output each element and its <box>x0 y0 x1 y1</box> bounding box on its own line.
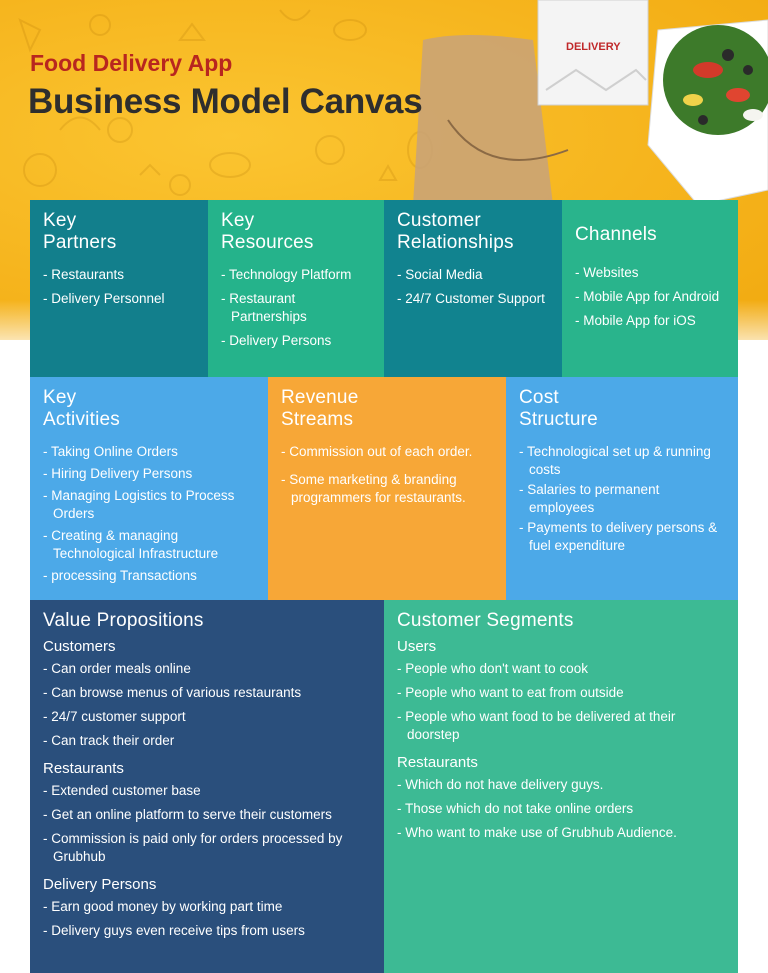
delivery-label: DELIVERY <box>566 41 621 53</box>
group-heading: Delivery Persons <box>43 876 157 893</box>
list-item: Who want to make use of Grubhub Audience… <box>397 824 728 842</box>
page-title: Business Model Canvas <box>28 82 423 121</box>
list-item: Extended customer base <box>43 782 374 800</box>
app-subtitle: Food Delivery App <box>30 50 233 76</box>
segment-group-restaurants: Restaurants Which do not have delivery g… <box>397 754 728 842</box>
value-propositions-title: Value Propositions <box>43 610 204 631</box>
group-heading: Restaurants <box>43 760 124 777</box>
channels-block: Channels Websites Mobile App for Android… <box>562 200 738 377</box>
list-item: Websites <box>575 264 728 282</box>
group-heading: Customers <box>43 638 116 655</box>
list-item: 24/7 Customer Support <box>397 290 552 308</box>
list-item: Hiring Delivery Persons <box>43 465 258 483</box>
list-item: Restaurant Partnerships <box>221 290 374 326</box>
list-item: People who want to eat from outside <box>397 684 728 702</box>
value-propositions-block: Value Propositions Customers Can order m… <box>30 600 384 973</box>
revenue-streams-list: Commission out of each order. Some marke… <box>281 443 496 507</box>
list-item: Mobile App for Android <box>575 288 728 306</box>
list-item: Those which do not take online orders <box>397 800 728 818</box>
food-doodle-pattern <box>18 9 433 196</box>
list-item: Mobile App for iOS <box>575 312 728 330</box>
list-item: Managing Logistics to Process Orders <box>43 487 258 523</box>
group-heading: Users <box>397 638 437 655</box>
list-item: Commission is paid only for orders proce… <box>43 830 374 866</box>
list-item: Can order meals online <box>43 660 374 678</box>
list-item: Some marketing & branding programmers fo… <box>281 471 496 507</box>
list-item: Payments to delivery persons & fuel expe… <box>519 519 728 555</box>
cost-structure-list: Technological set up & running costs Sal… <box>519 443 728 555</box>
customer-segments-block: Customer Segments Users People who don't… <box>384 600 738 973</box>
list-item: Technology Platform <box>221 266 374 284</box>
list-item: Get an online platform to serve their cu… <box>43 806 374 824</box>
list-item: Which do not have delivery guys. <box>397 776 728 794</box>
segment-group-users: Users People who don't want to cook Peop… <box>397 638 728 744</box>
list-item: Delivery Personnel <box>43 290 198 308</box>
group-heading: Restaurants <box>397 754 478 771</box>
list-item: Delivery Persons <box>221 332 374 350</box>
key-partners-list: Restaurants Delivery Personnel <box>43 266 198 308</box>
value-group-restaurants: Restaurants Extended customer base Get a… <box>43 760 374 866</box>
list-item: Technological set up & running costs <box>519 443 728 479</box>
list-item: Can track their order <box>43 732 374 750</box>
channels-title: Channels <box>575 224 657 245</box>
list-item: processing Transactions <box>43 567 258 585</box>
key-resources-list: Technology Platform Restaurant Partnersh… <box>221 266 374 350</box>
value-group-delivery-persons: Delivery Persons Earn good money by work… <box>43 876 374 940</box>
channels-list: Websites Mobile App for Android Mobile A… <box>575 264 728 330</box>
list-item: People who don't want to cook <box>397 660 728 678</box>
list-item: 24/7 customer support <box>43 708 374 726</box>
list-item: Salaries to permanent employees <box>519 481 728 517</box>
delivery-box-photo: DELIVERY <box>413 0 768 205</box>
list-item: Earn good money by working part time <box>43 898 374 916</box>
list-item: Creating & managing Technological Infras… <box>43 527 258 563</box>
list-item: Restaurants <box>43 266 198 284</box>
list-item: Taking Online Orders <box>43 443 258 461</box>
list-item: Social Media <box>397 266 552 284</box>
key-activities-list: Taking Online Orders Hiring Delivery Per… <box>43 443 258 585</box>
list-item: Delivery guys even receive tips from use… <box>43 922 374 940</box>
list-item: Can browse menus of various restaurants <box>43 684 374 702</box>
list-item: Commission out of each order. <box>281 443 496 461</box>
value-group-customers: Customers Can order meals online Can bro… <box>43 638 374 750</box>
customer-relationships-list: Social Media 24/7 Customer Support <box>397 266 552 308</box>
customer-segments-title: Customer Segments <box>397 610 574 631</box>
list-item: People who want food to be delivered at … <box>397 708 728 744</box>
